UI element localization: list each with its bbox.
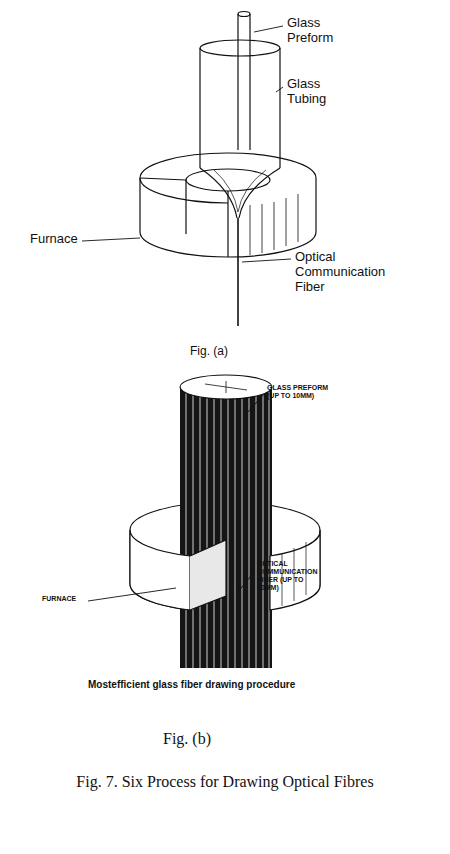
figure-label: Fig. (b) [163,730,243,748]
figure-label: Fig. (a) [190,345,260,359]
part-label: OPTICAL COMMUNICATION FIBER (UP TO 10MM) [257,560,327,592]
part-label: Optical Communication Fiber [295,250,405,295]
part-label: FURNACE [42,595,92,603]
figure-a [82,12,316,327]
figure-b [88,375,320,668]
figure-note: Mostefficient glass fiber drawing proced… [88,679,388,691]
figure-caption: Fig. 7. Six Process for Drawing Optical … [20,773,430,791]
part-label: Furnace [30,232,90,247]
part-label: Glass Tubing [287,77,347,107]
part-label: Glass Preform [287,16,347,46]
part-label: GLASS PREFORM (UP TO 10MM) [267,384,333,400]
